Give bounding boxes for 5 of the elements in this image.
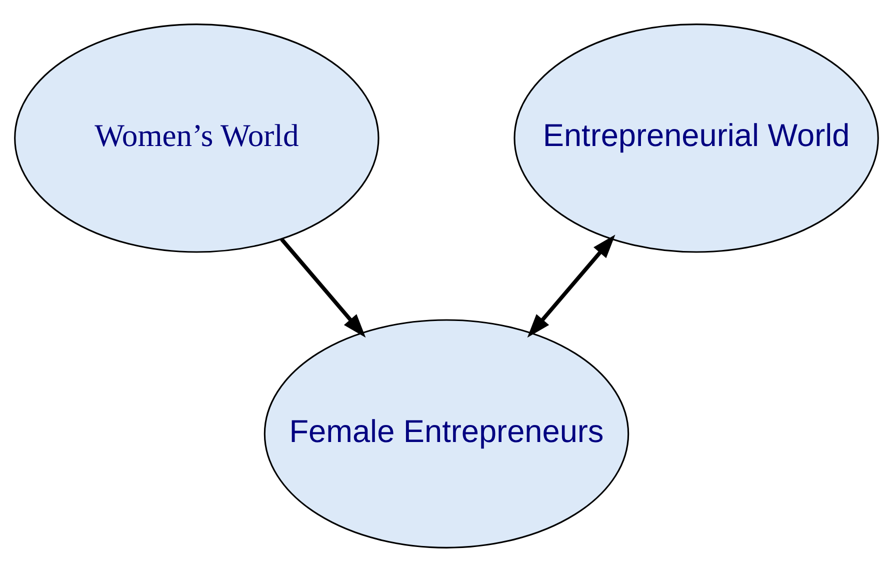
node-ellipse: Women’s World xyxy=(14,24,380,253)
node-ellipse: Entrepreneurial World xyxy=(514,24,879,253)
arrow xyxy=(280,238,366,338)
arrow xyxy=(527,234,616,338)
node-ellipse: Female Entrepreneurs xyxy=(264,319,630,548)
